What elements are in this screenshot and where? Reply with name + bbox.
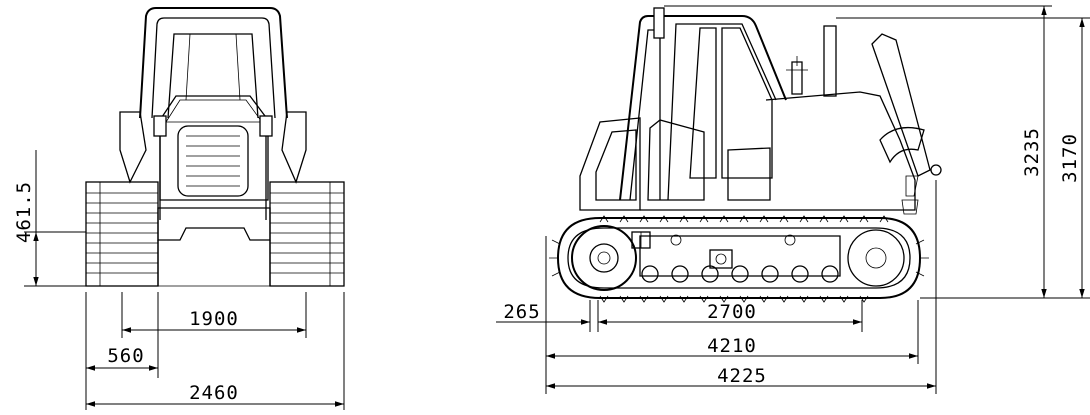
- dim-overall-height: 3235: [1021, 127, 1043, 177]
- front-view: [24, 7, 345, 410]
- side-view: [496, 5, 1090, 394]
- side-dimensions: [496, 5, 1090, 394]
- side-engine-hood: [579, 25, 916, 211]
- dim-sprocket-offset: 265: [503, 301, 540, 323]
- front-rops-frame: [139, 7, 288, 119]
- dim-overall-width: 2460: [189, 382, 239, 404]
- side-lift-cylinder: [871, 33, 942, 215]
- side-cab: [619, 7, 787, 201]
- front-left-track: [85, 181, 159, 287]
- front-right-track: [269, 181, 345, 287]
- dim-overall-length: 4210: [707, 335, 757, 357]
- dim-track-gauge: 1900: [189, 308, 239, 330]
- dim-track-length: 2700: [707, 301, 757, 323]
- dim-cab-height: 3170: [1059, 133, 1081, 183]
- dim-overall-length-with-blade: 4225: [717, 365, 767, 387]
- front-dimensions: [24, 150, 345, 410]
- side-undercarriage: [549, 215, 929, 303]
- dim-ground-clearance: 461.5: [13, 181, 35, 243]
- dim-track-shoe-width: 560: [107, 345, 144, 367]
- front-body: [119, 95, 307, 286]
